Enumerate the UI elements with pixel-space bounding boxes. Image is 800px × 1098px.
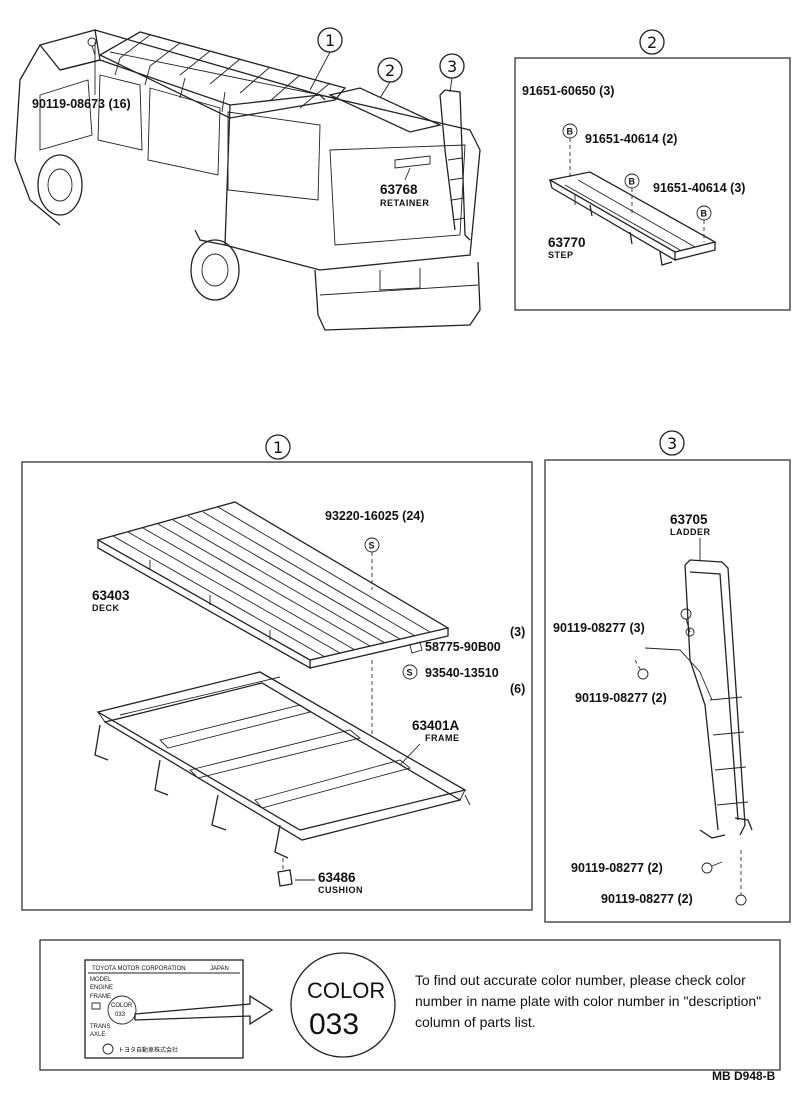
svg-text:S: S bbox=[407, 668, 413, 678]
step-illustration bbox=[548, 171, 717, 266]
step-box bbox=[514, 57, 791, 311]
part-93220-16025: 93220-16025 (24) bbox=[325, 509, 424, 523]
svg-text:ENGINE: ENGINE bbox=[90, 985, 113, 991]
svg-text:JAPAN: JAPAN bbox=[210, 966, 229, 972]
svg-text:AXLE: AXLE bbox=[90, 1032, 105, 1038]
callout-1-top bbox=[317, 27, 343, 53]
color-word: COLOR bbox=[307, 978, 385, 1003]
svg-text:B: B bbox=[629, 177, 636, 187]
name-plate: TOYOTA MOTOR CORPORATION JAPAN MODEL ENG… bbox=[84, 959, 244, 1059]
s-symbol-b bbox=[402, 664, 418, 680]
part-93540-13510: 93540-13510 bbox=[425, 666, 499, 680]
part-90119-08277-b: 90119-08277 (2) bbox=[575, 691, 667, 705]
svg-text:033: 033 bbox=[115, 1012, 126, 1018]
figure-id: MB D948-B bbox=[712, 1069, 776, 1083]
callout-2-top-label: 2 bbox=[385, 61, 395, 80]
callout-3-box-label: 3 bbox=[667, 434, 677, 453]
top-leaders bbox=[94, 42, 453, 181]
van-illustration bbox=[14, 29, 481, 331]
callout-2-box bbox=[639, 29, 665, 55]
color-circle bbox=[290, 952, 396, 1058]
color-number: 033 bbox=[309, 1008, 359, 1041]
part-58775-qty: (3) bbox=[510, 625, 525, 639]
bolt-icons bbox=[634, 608, 747, 906]
part-63486-name: CUSHION bbox=[318, 885, 363, 895]
cushion-icon bbox=[277, 869, 293, 887]
part-63486: 63486 bbox=[318, 870, 356, 885]
part-63768: 63768 bbox=[380, 182, 418, 197]
ladder-illustration bbox=[644, 559, 753, 839]
b-symbols: B B B bbox=[562, 123, 712, 242]
part-63401a: 63401A bbox=[412, 718, 460, 733]
callout-1-top-label: 1 bbox=[325, 31, 335, 50]
part-63770: 63770 bbox=[548, 235, 586, 250]
svg-text:TOYOTA MOTOR CORPORATION: TOYOTA MOTOR CORPORATION bbox=[92, 966, 186, 972]
color-note-box bbox=[39, 939, 781, 1071]
part-63401a-name: FRAME bbox=[425, 733, 460, 743]
callout-1-box bbox=[265, 434, 291, 460]
part-90119-08277-c: 90119-08277 (2) bbox=[571, 861, 663, 875]
part-90119-08673: 90119-08673 (16) bbox=[32, 97, 131, 111]
part-63403-name: DECK bbox=[92, 603, 120, 613]
frame-illustration bbox=[94, 671, 471, 859]
part-63768-name: RETAINER bbox=[380, 198, 429, 208]
ladder-box bbox=[544, 459, 791, 923]
part-58775-90b00: 58775-90B00 bbox=[425, 640, 501, 654]
callout-3-top-label: 3 bbox=[447, 57, 457, 76]
callout-1-box-label: 1 bbox=[273, 438, 283, 457]
svg-text:TRANS: TRANS bbox=[90, 1024, 110, 1030]
nut-icon bbox=[409, 641, 423, 654]
svg-text:S: S bbox=[369, 541, 375, 551]
callout-3-box bbox=[659, 430, 685, 456]
part-91651-40614-b: 91651-40614 (3) bbox=[653, 181, 745, 195]
part-63705: 63705 bbox=[670, 512, 708, 527]
part-63403: 63403 bbox=[92, 588, 130, 603]
callout-3-top bbox=[439, 53, 465, 79]
arrow-icon bbox=[134, 994, 274, 1026]
color-note-text: To find out accurate color number, pleas… bbox=[415, 972, 762, 1030]
svg-text:MODEL: MODEL bbox=[90, 977, 112, 983]
svg-text:B: B bbox=[567, 127, 574, 137]
part-63770-name: STEP bbox=[548, 250, 574, 260]
deck-frame-box bbox=[21, 461, 533, 911]
part-91651-60650: 91651-60650 (3) bbox=[522, 84, 614, 98]
part-90119-08277-d: 90119-08277 (2) bbox=[601, 892, 693, 906]
part-93540-qty: (6) bbox=[510, 682, 525, 696]
callout-2-box-label: 2 bbox=[647, 33, 657, 52]
svg-text:B: B bbox=[701, 209, 708, 219]
deck-illustration bbox=[96, 501, 450, 670]
svg-text:トヨタ自動車株式会社: トヨタ自動車株式会社 bbox=[118, 1046, 178, 1054]
callout-2-top bbox=[377, 57, 403, 83]
svg-text:FRAME: FRAME bbox=[90, 994, 111, 1000]
svg-text:COLOR: COLOR bbox=[111, 1003, 133, 1009]
part-91651-40614-a: 91651-40614 (2) bbox=[585, 132, 677, 146]
part-63705-name: LADDER bbox=[670, 527, 711, 537]
part-90119-08277-a: 90119-08277 (3) bbox=[553, 621, 645, 635]
